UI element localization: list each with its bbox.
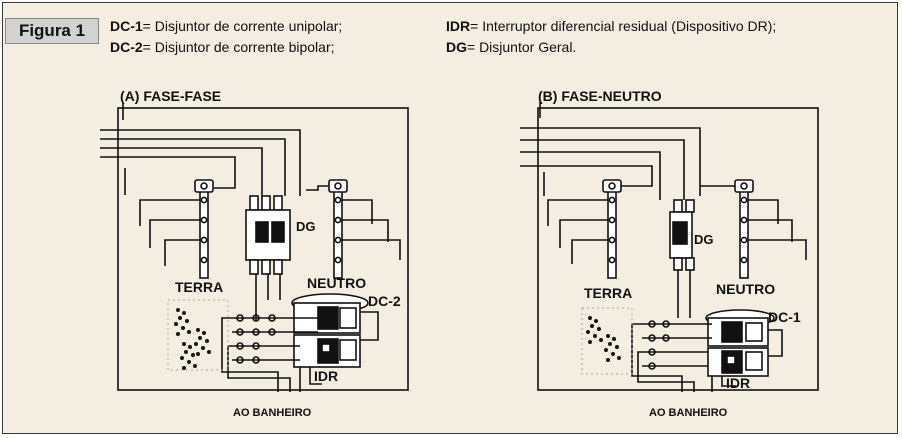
panel-a-labels: (A) FASE-FASE DG TERRA NEUTRO DC-2 IDR A… [120,88,401,419]
panel-a-dg-label: DG [296,219,316,234]
panel-b-dc-label: DC-1 [768,309,801,325]
figure-label: Figura 1 [5,18,99,44]
panel-a-terra-label: TERRA [175,279,223,295]
legend-text: = Disjuntor de corrente unipolar; [142,18,343,34]
panel-b-dg-breaker [669,199,695,271]
panel-b-idr-label: IDR [726,375,750,391]
legend-code: IDR [446,18,471,34]
panel-b-out-label: AO BANHEIRO [649,407,728,419]
panel-a-title: (A) FASE-FASE [120,88,221,104]
panel-a-dg-breaker [245,195,291,275]
legend-code: DG [446,39,467,55]
panel-a-enclosure [117,107,409,391]
legend-text: = Disjuntor Geral. [467,39,577,55]
legend-code: DC-1 [110,18,143,34]
panel-b-ground-bus [607,185,617,279]
panel-a-neutro-label: NEUTRO [307,275,366,291]
panel-b-neutral-bus [739,185,749,279]
panel-a-idr-label: IDR [314,368,338,384]
legend-text: = Interruptor diferencial residual (Disp… [470,18,777,34]
panel-a-ground-bus [199,185,209,279]
legend-code: DC-2 [110,39,143,55]
legend-idr: IDR= Interruptor diferencial residual (D… [446,17,776,35]
panel-a-out-label: AO BANHEIRO [233,407,312,419]
panel-b-dg-label: DG [694,232,714,247]
legend-text: = Disjuntor de corrente bipolar; [142,39,335,55]
panel-b-terra-label: TERRA [584,285,632,301]
legend-dc2: DC-2= Disjuntor de corrente bipolar; [110,38,335,56]
legend-dg: DG= Disjuntor Geral. [446,38,576,56]
panel-b-enclosure [537,107,819,391]
panel-b-idr-device [707,347,769,377]
panel-a-dc-label: DC-2 [368,293,401,309]
panel-a [100,103,409,392]
panel-b [520,102,819,392]
panel-a-idr-device [293,334,361,368]
panel-a-neutral-bus [333,185,343,279]
legend-dc1: DC-1= Disjuntor de corrente unipolar; [110,17,342,35]
panel-b-labels: (B) FASE-NEUTRO DG TERRA NEUTRO DC-1 IDR… [538,88,801,419]
panel-b-dc1-breaker [707,317,769,347]
panel-b-title: (B) FASE-NEUTRO [538,88,662,104]
panel-b-neutro-label: NEUTRO [716,281,775,297]
